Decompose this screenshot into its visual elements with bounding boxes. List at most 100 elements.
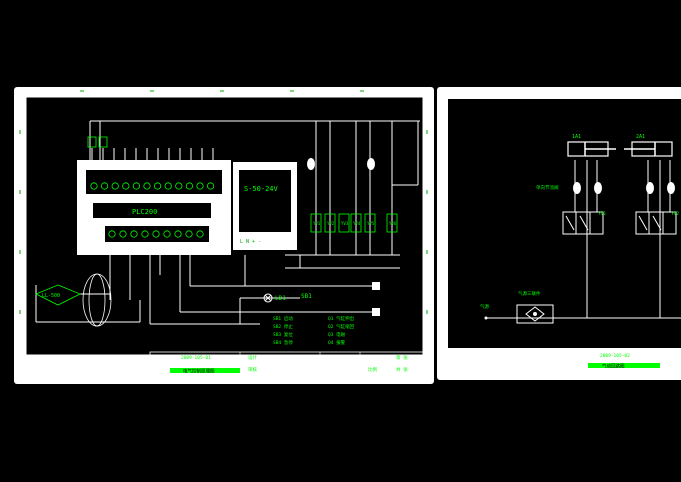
terminal-screw: [185, 182, 193, 190]
plc-terminal-strip-top: [86, 170, 222, 194]
valve-label: YV2: [671, 211, 679, 217]
air-source-icon: [484, 316, 488, 320]
fuse-f2: [98, 136, 108, 148]
plc-nameplate: [93, 203, 211, 218]
right-title-bar: [588, 363, 660, 368]
output-coil: [310, 213, 322, 233]
output-coil: [324, 213, 336, 233]
terminal-screw: [130, 230, 138, 238]
source-label: 气源: [480, 303, 489, 310]
terminal-screw: [196, 230, 204, 238]
frl-unit: [516, 304, 554, 324]
terminal-screw: [132, 182, 140, 190]
right-sheet: 1A1 2A1 单向节流阀 YV1: [437, 87, 681, 380]
terminal-screw: [141, 230, 149, 238]
terminal-screw: [164, 182, 172, 190]
cylinder-label: 2A1: [636, 134, 645, 140]
output-coil: [338, 213, 350, 233]
terminal-screw: [143, 182, 151, 190]
terminal-screw: [185, 230, 193, 238]
legend-line: SB3 复位: [273, 331, 293, 338]
plc-label: PLC200: [132, 208, 157, 216]
fuse-f1: [87, 136, 97, 148]
left-sheet-zone-ticks: [19, 90, 428, 314]
plc-unit: PLC200: [77, 136, 231, 255]
total-label: 共 张: [396, 366, 408, 373]
legend-line: SB4 急停: [273, 339, 293, 346]
psu-terminals: L N + -: [240, 239, 261, 245]
psu-face: [239, 170, 291, 232]
output-coil-label: YV2: [327, 221, 335, 226]
terminal-screw: [122, 182, 130, 190]
left-drawing-no: 2009-105-01: [181, 355, 211, 361]
power-supply: S-50-24V L N + -: [233, 162, 297, 250]
legend-line: SB1 启动: [273, 315, 293, 322]
output-coils: YV1 YV2 YV3 YV4 YV5 YV6: [310, 213, 398, 233]
solenoid-valve-yv1: [562, 211, 604, 235]
output-coil: [386, 213, 398, 233]
terminal-screw: [152, 230, 160, 238]
legend-line: SB2 停止: [273, 323, 293, 330]
cylinder-label: 1A1: [572, 134, 581, 140]
terminal-screw: [174, 230, 182, 238]
plc-bottom-terminals: [108, 230, 204, 238]
output-coil-label: YV4: [353, 221, 361, 226]
right-sheet-frame: [448, 99, 681, 348]
psu-label: S-50-24V: [244, 185, 279, 193]
output-coil: [364, 213, 376, 233]
relay-contact-1: [307, 158, 315, 170]
throttle-valves: [573, 182, 675, 194]
output-coil-label: YV1: [313, 221, 321, 226]
right-drawing-title: 气动回路图: [602, 363, 625, 370]
output-coil-label: YV3: [341, 221, 349, 226]
gauge-label: LL-500: [42, 293, 60, 299]
output-coil-label: YV6: [389, 221, 397, 226]
terminal-screw: [175, 182, 183, 190]
scale-label: 比例: [368, 366, 377, 373]
cylinder-2a1: [624, 141, 673, 157]
legend-line: Q3 电磁: [328, 331, 346, 338]
terminal-screw: [108, 230, 116, 238]
cylinder-1a1: [567, 141, 616, 157]
left-sheet-wiring: [35, 120, 420, 325]
terminal-screw: [196, 182, 204, 190]
terminal-screw: [154, 182, 162, 190]
left-drawing-title: 电气控制原理图: [183, 368, 215, 375]
legend-line: Q2 气缸缩回: [328, 323, 355, 330]
left-title-bar: [170, 368, 240, 373]
output-coil: [350, 213, 362, 233]
left-sheet: PLC200: [14, 87, 434, 384]
legend-line: Q4 报警: [328, 339, 346, 346]
solenoid-valve-yv2: [635, 211, 677, 235]
plc-terminal-strip-bottom: [105, 226, 209, 242]
pressure-sensor: [35, 273, 112, 327]
sheet-label: 第 张: [396, 354, 408, 361]
legend-left: SB1 启动 SB2 停止 SB3 复位 SB4 急停: [273, 315, 293, 346]
indicator-lamp: [263, 293, 273, 303]
switch-label: SB1: [301, 293, 312, 300]
plc-top-terminals: [90, 182, 215, 190]
terminal-screw: [207, 182, 215, 190]
left-title-block: 2009-105-01 电气控制原理图 设计 审核 比例 第 张 共 张: [149, 351, 424, 378]
frl-label: 气源三联件: [518, 290, 541, 297]
legend-line: Q1 气缸伸出: [328, 315, 355, 322]
lamp-label: LD1: [275, 295, 286, 302]
right-drawing-no: 2009-105-02: [600, 353, 630, 359]
terminal-screw: [101, 182, 109, 190]
legend-right: Q1 气缸伸出 Q2 气缸缩回 Q3 电磁 Q4 报警: [328, 315, 355, 346]
terminal-screw: [111, 182, 119, 190]
checker-label: 审核: [248, 366, 257, 373]
output-coil-label: YV5: [367, 221, 375, 226]
designer-label: 设计: [248, 354, 257, 361]
valve-label: YV1: [598, 211, 606, 217]
terminal-screw: [163, 230, 171, 238]
plc-top-leads: [91, 148, 214, 160]
right-title-block: 2009-105-02 气动回路图: [584, 349, 681, 371]
relay-contact-2: [367, 158, 375, 170]
throttle-label: 单向节流阀: [536, 184, 559, 191]
terminal-screw: [119, 230, 127, 238]
connector-x2: [372, 308, 380, 316]
relay-contacts: [307, 158, 375, 170]
